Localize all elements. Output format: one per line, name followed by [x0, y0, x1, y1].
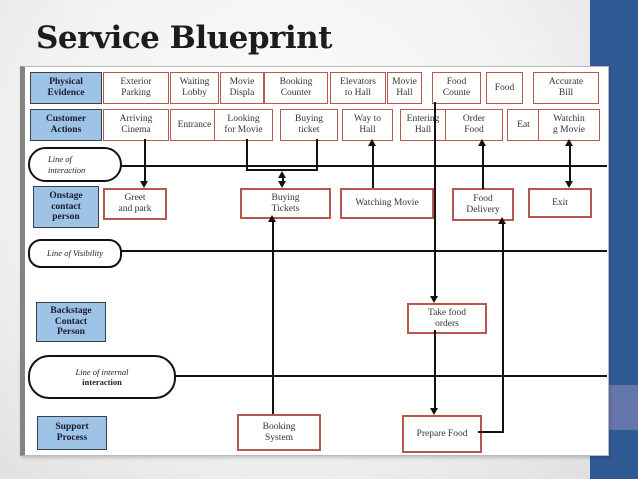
box-order-food: Order Food	[445, 109, 503, 141]
arrowhead-down-icon	[430, 296, 438, 303]
box-movie-display: Movie Displa	[220, 72, 264, 104]
line-of-interaction-label-1: Line of	[48, 154, 72, 165]
box-booking-counter: Booking Counter	[264, 72, 328, 104]
line-of-internal-interaction-oval: Line of internal interaction	[28, 355, 176, 399]
connector-line	[246, 169, 318, 171]
line-of-internal-interaction-label-1: Line of internal	[75, 366, 129, 377]
connector-line	[272, 221, 274, 414]
box-greet-and-park: Greet and park	[103, 188, 167, 220]
line-of-interaction-label-2: interaction	[48, 164, 86, 175]
blueprint-panel: Physical Evidence Exterior Parking Waiti…	[20, 66, 609, 456]
connector-line	[482, 145, 484, 189]
connector-line	[372, 145, 374, 188]
box-food-counter: Food Counte	[432, 72, 481, 104]
connector-line	[478, 431, 504, 433]
arrowhead-up-icon	[278, 171, 286, 178]
row-label-onstage-contact-person: Onstage contact person	[33, 186, 99, 228]
box-entering-hall: Entering Hall	[400, 109, 446, 141]
arrowhead-down-icon	[278, 181, 286, 188]
line-of-visibility-oval: Line of Visibility	[28, 239, 122, 268]
box-booking-system: Booking System	[237, 414, 321, 451]
box-buying-ticket: Buying ticket	[280, 109, 338, 141]
line-of-internal-interaction-divider	[170, 375, 607, 377]
connector-line	[246, 139, 248, 171]
box-exit: Exit	[528, 188, 592, 218]
row-label-physical-evidence: Physical Evidence	[30, 72, 102, 104]
arrowhead-down-icon	[140, 181, 148, 188]
connector-line	[282, 176, 284, 183]
connector-line	[434, 102, 436, 296]
box-buying-tickets: Buying Tickets	[240, 188, 331, 219]
connector-line	[502, 223, 504, 433]
line-of-visibility-divider	[116, 250, 607, 252]
box-food-delivery: Food Delivery	[452, 188, 514, 221]
box-movie-hall: Movie Hall	[387, 72, 422, 104]
box-looking-for-movie: Looking for Movie	[214, 109, 273, 141]
box-prepare-food: Prepare Food	[402, 415, 482, 453]
row-label-customer-actions: Customer Actions	[30, 109, 102, 141]
line-of-visibility-label: Line of Visibility	[46, 248, 104, 259]
box-way-to-hall: Way to Hall	[342, 109, 393, 141]
box-exterior-parking: Exterior Parking	[103, 72, 169, 104]
box-entrance: Entrance	[170, 109, 219, 141]
arrowhead-up-icon	[565, 139, 573, 146]
box-waiting-lobby: Waiting Lobby	[170, 72, 219, 104]
box-eat: Eat	[507, 109, 540, 141]
box-food: Food	[486, 72, 523, 104]
arrowhead-up-icon	[368, 139, 376, 146]
arrowhead-down-icon	[565, 181, 573, 188]
page-title: Service Blueprint	[36, 20, 333, 56]
connector-line	[144, 139, 146, 182]
arrowhead-up-icon	[478, 139, 486, 146]
row-label-support-process: Support Process	[37, 416, 107, 450]
line-of-internal-interaction-label-2: interaction	[82, 377, 122, 387]
box-elevators-to-hall: Elevators to Hall	[330, 72, 386, 104]
connector-line	[569, 144, 571, 182]
box-watching-movie: Watching Movie	[340, 188, 434, 219]
arrowhead-up-icon	[268, 215, 276, 222]
line-of-interaction-divider	[120, 165, 607, 167]
box-watching-movie-action: Watchin g Movie	[538, 109, 600, 141]
connector-line	[316, 139, 318, 171]
arrowhead-up-icon	[498, 217, 506, 224]
box-take-food-orders: Take food orders	[407, 303, 487, 334]
box-accurate-bill: Accurate Bill	[533, 72, 599, 104]
connector-line	[434, 330, 436, 408]
box-arriving-cinema: Arriving Cinema	[103, 109, 169, 141]
row-label-backstage-contact-person: Backstage Contact Person	[36, 302, 106, 342]
arrowhead-down-icon	[430, 408, 438, 415]
line-of-interaction-oval: Line of interaction	[28, 147, 122, 182]
